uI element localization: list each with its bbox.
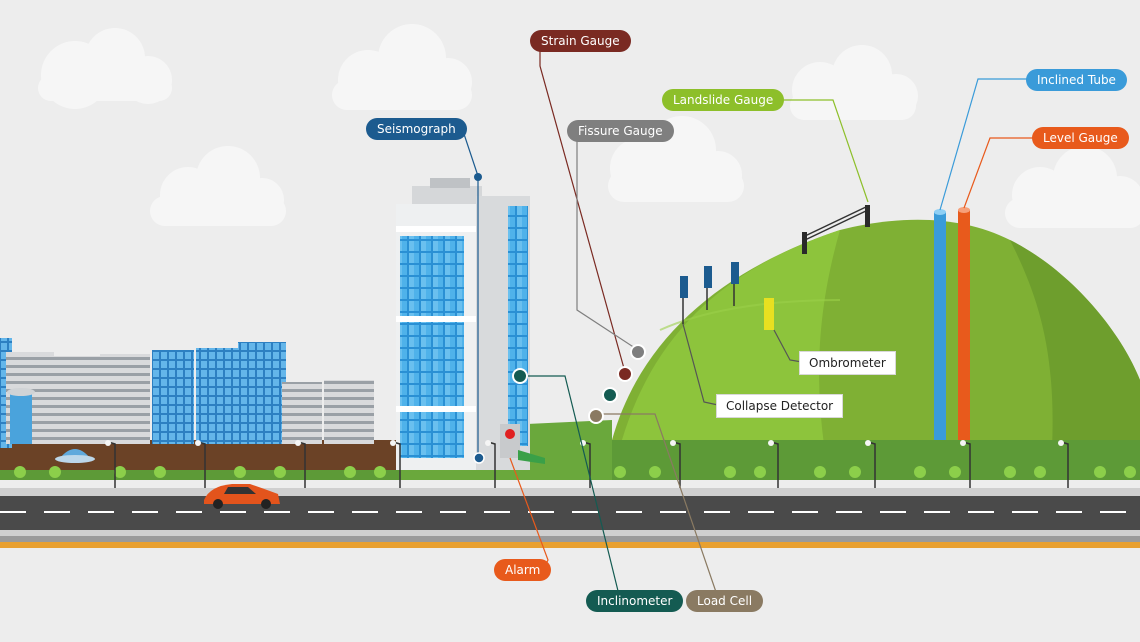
inclinometer-label: Inclinometer — [586, 590, 684, 612]
fissure-gauge-label: Fissure Gauge — [567, 120, 674, 142]
inclined-tube-label: Inclined Tube — [1026, 69, 1127, 91]
cloud-1 — [38, 28, 172, 109]
ombrometer-device — [764, 298, 774, 330]
inclinometer-sensor-b — [512, 368, 528, 384]
car — [204, 484, 280, 509]
clouds — [38, 24, 1140, 228]
central-tower — [396, 178, 530, 470]
cloud-3 — [150, 146, 286, 226]
seismograph-label: Seismograph — [366, 118, 467, 140]
strain-gauge-label: Strain Gauge — [530, 30, 631, 52]
cloud-2 — [332, 24, 472, 110]
landslide-gauge-label: Landslide Gauge — [662, 89, 785, 111]
ombrometer-label: Ombrometer — [800, 352, 895, 374]
load-cell-label: Load Cell — [686, 590, 764, 612]
strain-gauge-sensor — [617, 366, 633, 382]
road — [0, 488, 1140, 548]
bushes — [14, 466, 1136, 478]
alarm-label: Alarm — [494, 559, 552, 581]
tubes — [934, 207, 970, 440]
alarm-device — [500, 424, 545, 464]
collapse-detector-posts — [680, 262, 739, 324]
soil-strip — [0, 440, 400, 470]
load-cell-sensor — [588, 408, 604, 424]
collapse-detector-label: Collapse Detector — [717, 395, 843, 417]
inclinometer-sensor-a — [602, 387, 618, 403]
level-gauge-label: Level Gauge — [1032, 127, 1129, 149]
fissure-gauge-sensor — [630, 344, 646, 360]
seismograph-sensor-bottom — [473, 452, 485, 464]
seismograph-sensor-top — [474, 173, 482, 181]
city-buildings — [0, 338, 374, 463]
sensor-dots — [473, 173, 646, 464]
landslide-gauge-wire — [802, 205, 870, 254]
cloud-4 — [608, 116, 744, 202]
cloud-5 — [790, 45, 918, 120]
cloud-6 — [1005, 146, 1140, 228]
